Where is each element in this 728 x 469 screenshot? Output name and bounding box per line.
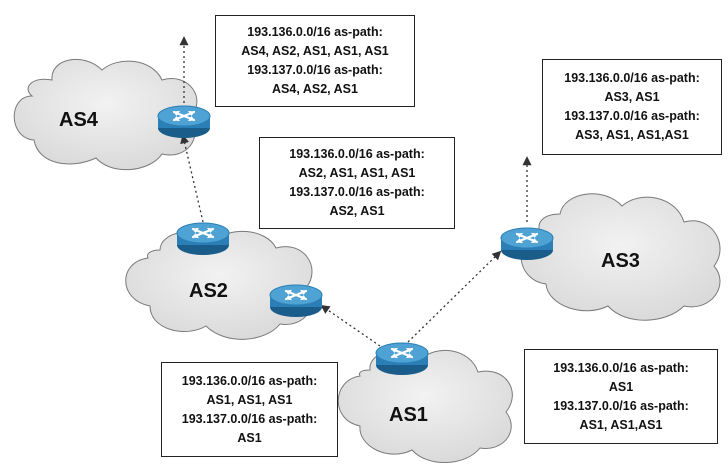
as1-left-box-line-4: AS1 [237, 430, 262, 445]
as4-box-line-4: AS4, AS2, AS1 [272, 82, 358, 96]
as1-left-box-line-3: 193.137.0.0/16 as-path: [181, 411, 318, 426]
as1-right-box-line-4: AS1, AS1,AS1 [579, 417, 663, 432]
arrow-as2-to-as4 [180, 134, 204, 223]
as2-box-line-2: AS2, AS1, AS1, AS1 [298, 166, 416, 180]
as3-box-line-4: AS3, AS1, AS1,AS1 [575, 128, 689, 142]
as4-label: AS4 [59, 109, 98, 131]
as3-router-icon [499, 226, 555, 262]
arrow-as1-to-as3 [407, 250, 502, 343]
as4-box-line-1: 193.136.0.0/16 as-path: [247, 25, 383, 39]
as3-label: AS3 [601, 250, 640, 272]
as2-box-line-3: 193.137.0.0/16 as-path: [289, 185, 425, 199]
as3-box-line-1: 193.136.0.0/16 as-path: [564, 71, 700, 85]
as1-right-box-line-2: AS1 [608, 379, 634, 394]
arrow-as1-to-as2 [320, 304, 381, 347]
as2-top-router-icon [175, 221, 231, 257]
as2-path-box: 193.136.0.0/16 as-path: AS2, AS1, AS1, A… [259, 137, 455, 229]
as1-router-icon [374, 341, 430, 377]
as4-router-icon [156, 104, 212, 140]
as3-box-line-2: AS3, AS1 [604, 90, 660, 104]
as1-right-box-line-3: 193.137.0.0/16 as-path: [553, 398, 689, 413]
as1-left-box-line-1: 193.136.0.0/16 as-path: [181, 373, 318, 388]
as2-box-line-4: AS2, AS1 [329, 204, 385, 218]
as1-left-path-box: 193.136.0.0/16 as-path: AS1, AS1, AS1 19… [161, 362, 338, 457]
as1-left-box-line-2: AS1, AS1, AS1 [206, 392, 293, 407]
as3-box-line-3: 193.137.0.0/16 as-path: [564, 109, 700, 123]
as3-path-box: 193.136.0.0/16 as-path: AS3, AS1 193.137… [542, 59, 722, 155]
as4-box-line-3: 193.137.0.0/16 as-path: [247, 63, 383, 77]
as3-cloud [520, 193, 721, 321]
as2-right-router-icon [268, 283, 324, 319]
as2-box-line-1: 193.136.0.0/16 as-path: [289, 147, 425, 161]
as4-path-box: 193.136.0.0/16 as-path: AS4, AS2, AS1, A… [215, 15, 415, 107]
as1-right-path-box: 193.136.0.0/16 as-path: AS1 193.137.0.0/… [524, 349, 718, 444]
as1-right-box-line-1: 193.136.0.0/16 as-path: [553, 360, 689, 375]
as1-label: AS1 [389, 404, 428, 426]
as2-label: AS2 [189, 280, 228, 302]
as4-box-line-2: AS4, AS2, AS1, AS1, AS1 [241, 44, 389, 58]
